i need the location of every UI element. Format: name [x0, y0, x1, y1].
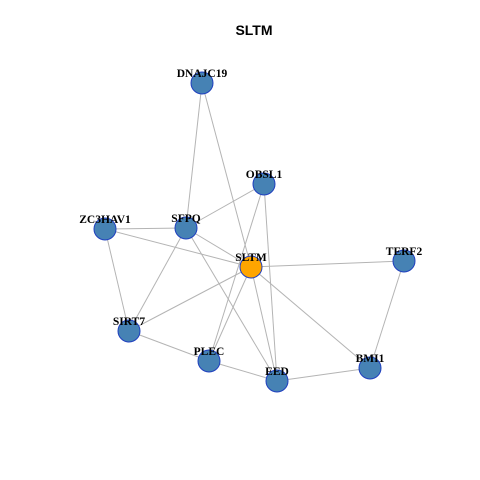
edge-sltm-bmi1	[250, 266, 371, 369]
node-label-zc3hav1: ZC3HAV1	[79, 214, 131, 226]
node-label-dnajc19: DNAJC19	[177, 68, 228, 80]
node-eed[interactable]	[265, 369, 289, 393]
edge-sirt7-plec	[128, 330, 210, 362]
edge-dnajc19-sltm	[201, 82, 252, 268]
edge-sltm-sirt7	[128, 266, 252, 332]
node-dnajc19[interactable]	[190, 71, 214, 95]
edge-sltm-eed	[250, 266, 278, 382]
node-label-eed: EED	[265, 366, 289, 378]
edge-obsl1-eed	[263, 183, 278, 382]
node-layer	[93, 71, 416, 393]
edge-zc3hav1-sltm	[104, 228, 252, 268]
node-label-sfpq: SFPQ	[171, 213, 200, 225]
edge-dnajc19-sfpq	[185, 82, 203, 229]
node-sfpq[interactable]	[174, 216, 198, 240]
node-label-obsl1: OBSL1	[246, 169, 283, 181]
edge-eed-bmi1	[276, 367, 371, 382]
edge-zc3hav1-sirt7	[104, 228, 130, 332]
node-sltm[interactable]	[239, 255, 263, 279]
edge-layer	[104, 82, 405, 382]
edge-sfpq-sirt7	[128, 227, 187, 332]
node-label-sirt7: SIRT7	[113, 316, 145, 328]
edge-sfpq-eed	[185, 227, 278, 382]
edge-plec-eed	[208, 360, 278, 382]
node-bmi1[interactable]	[358, 356, 382, 380]
node-label-plec: PLEC	[194, 346, 225, 358]
node-label-bmi1: BMI1	[356, 353, 385, 365]
edge-terf2-bmi1	[369, 260, 405, 369]
edge-obsl1-sfpq	[185, 183, 265, 229]
diagram-title: SLTM	[235, 22, 272, 38]
edge-obsl1-plec	[208, 183, 265, 362]
node-plec[interactable]	[197, 349, 221, 373]
edge-zc3hav1-sfpq	[104, 227, 187, 230]
node-label-terf2: TERF2	[386, 246, 423, 258]
edge-sltm-plec	[208, 266, 252, 362]
edge-sltm-terf2	[250, 260, 405, 268]
node-sirt7[interactable]	[117, 319, 141, 343]
node-obsl1[interactable]	[252, 172, 276, 196]
node-terf2[interactable]	[392, 249, 416, 273]
node-label-sltm: SLTM	[235, 252, 267, 264]
edge-sfpq-sltm	[185, 227, 252, 268]
node-zc3hav1[interactable]	[93, 217, 117, 241]
